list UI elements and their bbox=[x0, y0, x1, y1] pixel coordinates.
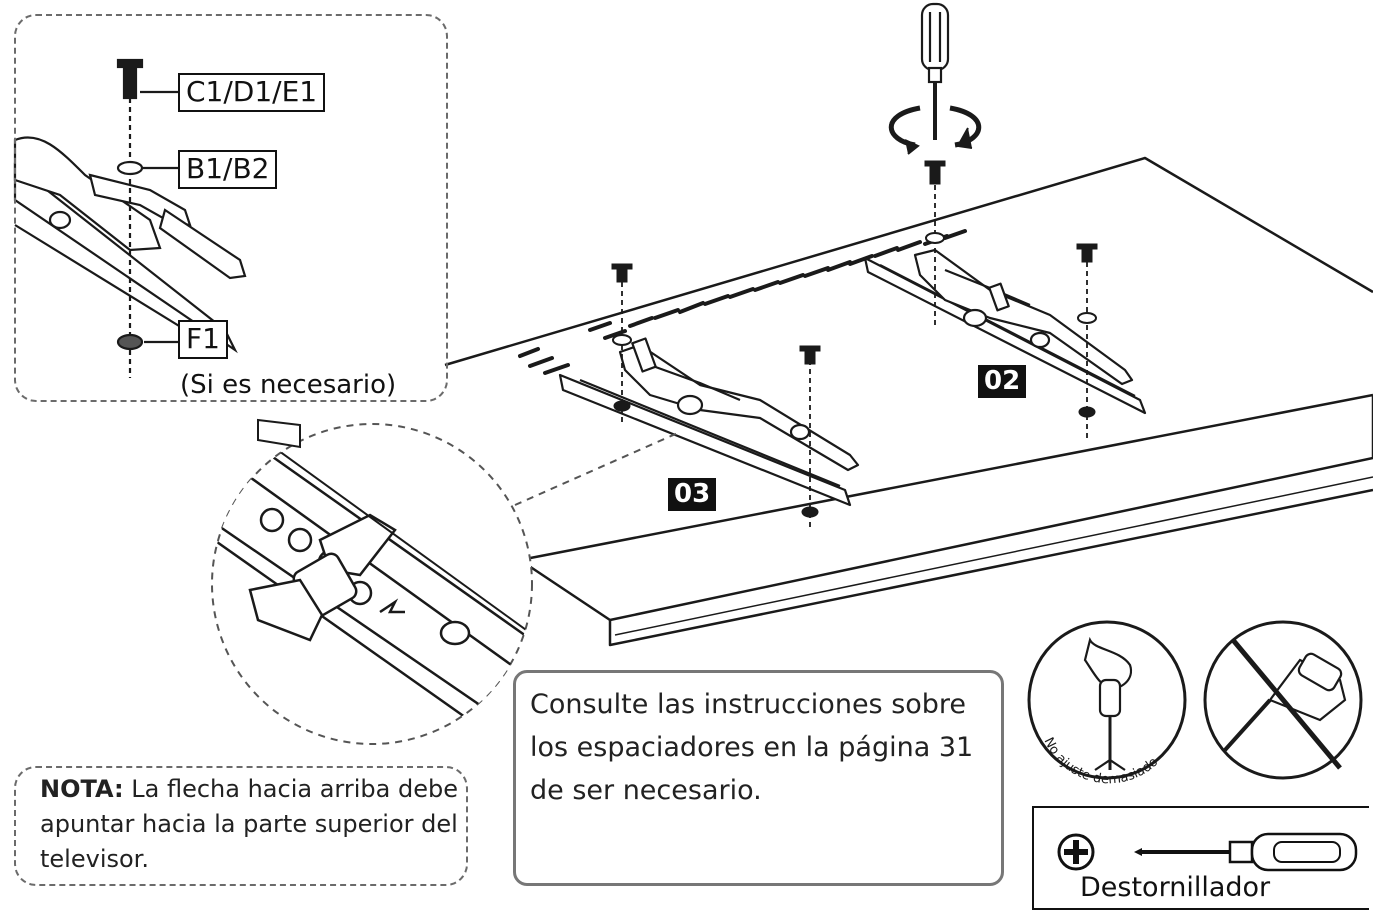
nut-label: F1 bbox=[178, 320, 228, 359]
magnifier-leader bbox=[515, 432, 680, 505]
tool-screwdriver-icon bbox=[1134, 830, 1364, 874]
vent-slots bbox=[520, 231, 965, 373]
note-prefix: NOTA: bbox=[40, 775, 124, 803]
bracket-label-02: 02 bbox=[978, 365, 1026, 398]
panel-corner bbox=[258, 420, 300, 447]
tv-back-panel bbox=[445, 158, 1373, 645]
svg-text:No ajuste demasiado: No ajuste demasiado bbox=[1041, 735, 1162, 787]
spacer-instruction-box: Consulte las instrucciones sobre los esp… bbox=[513, 670, 1004, 886]
note-text: NOTA: La flecha hacia arriba debe apunta… bbox=[40, 772, 460, 877]
spacer-instruction-text: Consulte las instrucciones sobre los esp… bbox=[530, 683, 990, 812]
washer-label: B1/B2 bbox=[178, 150, 277, 189]
screw-label: C1/D1/E1 bbox=[178, 73, 325, 112]
screwdriver-icon bbox=[922, 4, 948, 140]
nut-note: (Si es necesario) bbox=[180, 372, 396, 398]
torque-warning-text: No ajuste demasiado bbox=[1041, 735, 1162, 787]
prohibited-power-drill-icon bbox=[1205, 622, 1361, 778]
magnified-detail bbox=[200, 424, 560, 770]
phillips-plus-icon bbox=[1056, 832, 1096, 872]
bracket-label-03: 03 bbox=[668, 478, 716, 511]
tool-caption: Destornillador bbox=[1080, 872, 1270, 903]
torque-warning: No ajuste demasiado bbox=[1020, 615, 1195, 790]
